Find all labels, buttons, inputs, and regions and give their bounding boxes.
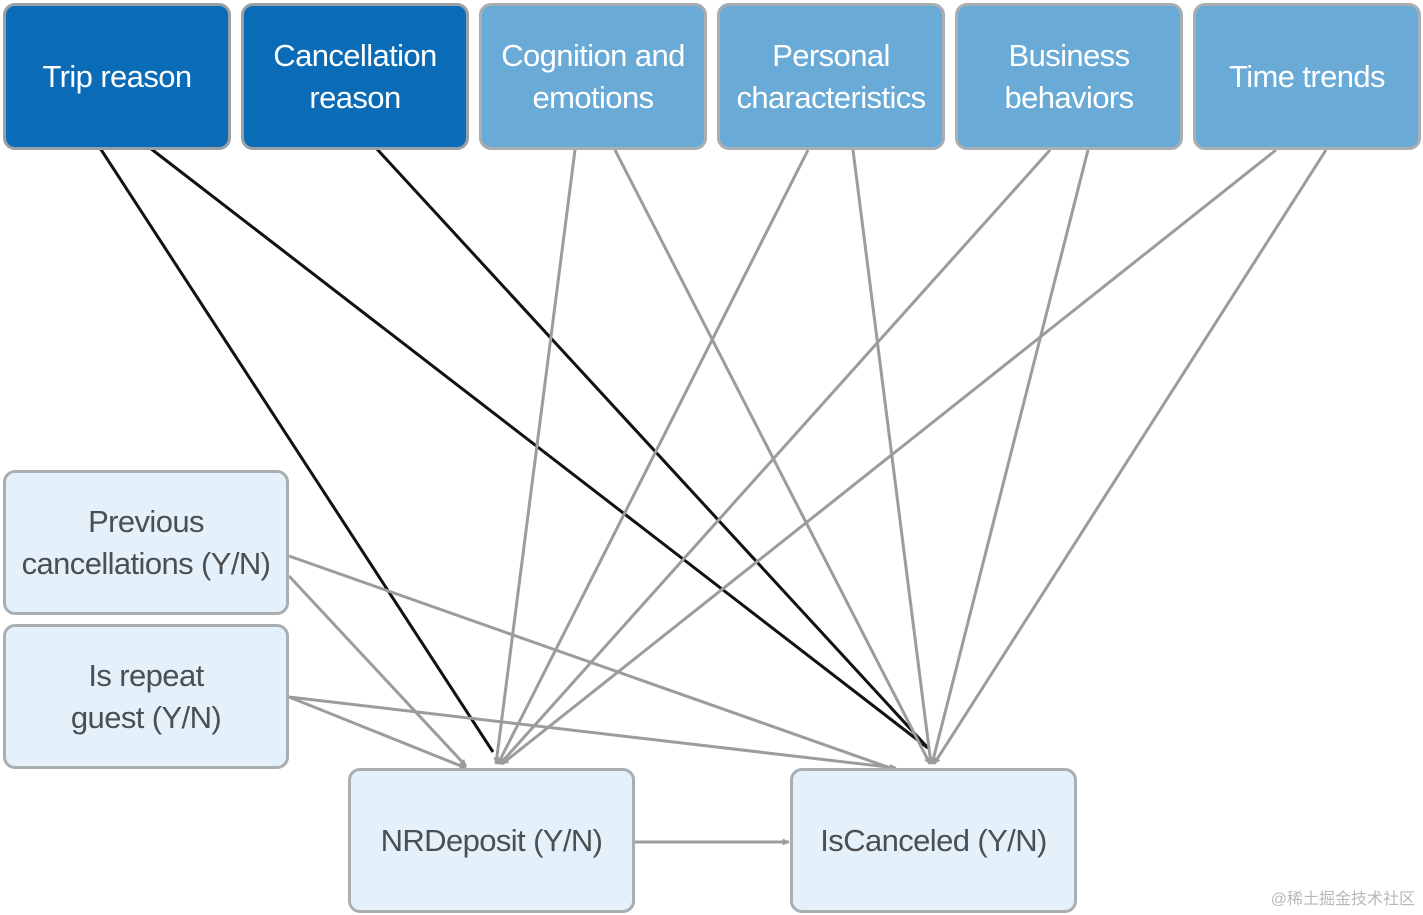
node-business-behaviors-line1: Business bbox=[1008, 37, 1131, 73]
node-cancellation-reason-line1: Cancellation bbox=[273, 37, 437, 73]
node-previous-cancellations: Previous cancellations (Y/N) bbox=[3, 470, 289, 615]
node-cognition-emotions: Cognition and emotions bbox=[479, 3, 707, 150]
node-personal-characteristics: Personal characteristics bbox=[717, 3, 945, 150]
edge-personal-to-nrdeposit bbox=[496, 149, 810, 765]
node-business-behaviors-line2: behaviors bbox=[1004, 79, 1134, 115]
node-is-repeat-guest-line2: guest (Y/N) bbox=[70, 699, 222, 735]
node-previous-cancellations-line2: cancellations (Y/N) bbox=[21, 545, 271, 581]
node-iscanceled: IsCanceled (Y/N) bbox=[790, 768, 1077, 913]
node-time-trends-label: Time trends bbox=[1229, 58, 1386, 94]
node-nrdeposit-label: NRDeposit (Y/N) bbox=[380, 822, 603, 858]
node-trip-reason-label: Trip reason bbox=[42, 58, 192, 94]
edge-trip-to-iscanceled bbox=[149, 146, 929, 750]
edge-time-to-nrdeposit bbox=[501, 148, 1277, 766]
node-cognition-emotions-line1: Cognition and bbox=[501, 37, 685, 73]
node-cognition-emotions-line2: emotions bbox=[532, 79, 655, 115]
edge-time-to-iscanceled bbox=[932, 149, 1328, 765]
node-business-behaviors: Business behaviors bbox=[955, 3, 1183, 150]
node-previous-cancellations-line1: Previous bbox=[88, 503, 204, 539]
node-trip-reason: Trip reason bbox=[3, 3, 231, 150]
edge-cognition-to-iscanceled bbox=[613, 149, 932, 765]
edge-prevcancel-to-nrdeposit bbox=[287, 574, 468, 768]
edge-prevcancel-to-iscanceled bbox=[288, 554, 897, 772]
node-cancellation-reason-line2: reason bbox=[309, 79, 401, 115]
edge-trip-to-nrdeposit bbox=[98, 147, 495, 753]
edge-business-to-iscanceled bbox=[930, 149, 1090, 765]
edge-business-to-nrdeposit bbox=[498, 148, 1052, 766]
edge-personal-to-iscanceled bbox=[851, 149, 934, 765]
node-iscanceled-label: IsCanceled (Y/N) bbox=[820, 822, 1047, 858]
edge-repeat-to-iscanceled bbox=[288, 695, 897, 771]
node-cancellation-reason: Cancellation reason bbox=[241, 3, 469, 150]
node-nrdeposit: NRDeposit (Y/N) bbox=[348, 768, 635, 913]
watermark: @稀土掘金技术社区 bbox=[1270, 891, 1415, 908]
node-personal-characteristics-line1: Personal bbox=[772, 37, 890, 73]
node-time-trends: Time trends bbox=[1193, 3, 1421, 150]
node-personal-characteristics-line2: characteristics bbox=[736, 79, 926, 115]
edge-cancellation-to-iscanceled bbox=[374, 146, 930, 750]
edge-repeat-to-nrdeposit bbox=[288, 695, 467, 770]
node-is-repeat-guest-line1: Is repeat bbox=[88, 657, 204, 693]
node-is-repeat-guest: Is repeat guest (Y/N) bbox=[3, 624, 289, 769]
edge-cognition-to-nrdeposit bbox=[493, 149, 577, 765]
